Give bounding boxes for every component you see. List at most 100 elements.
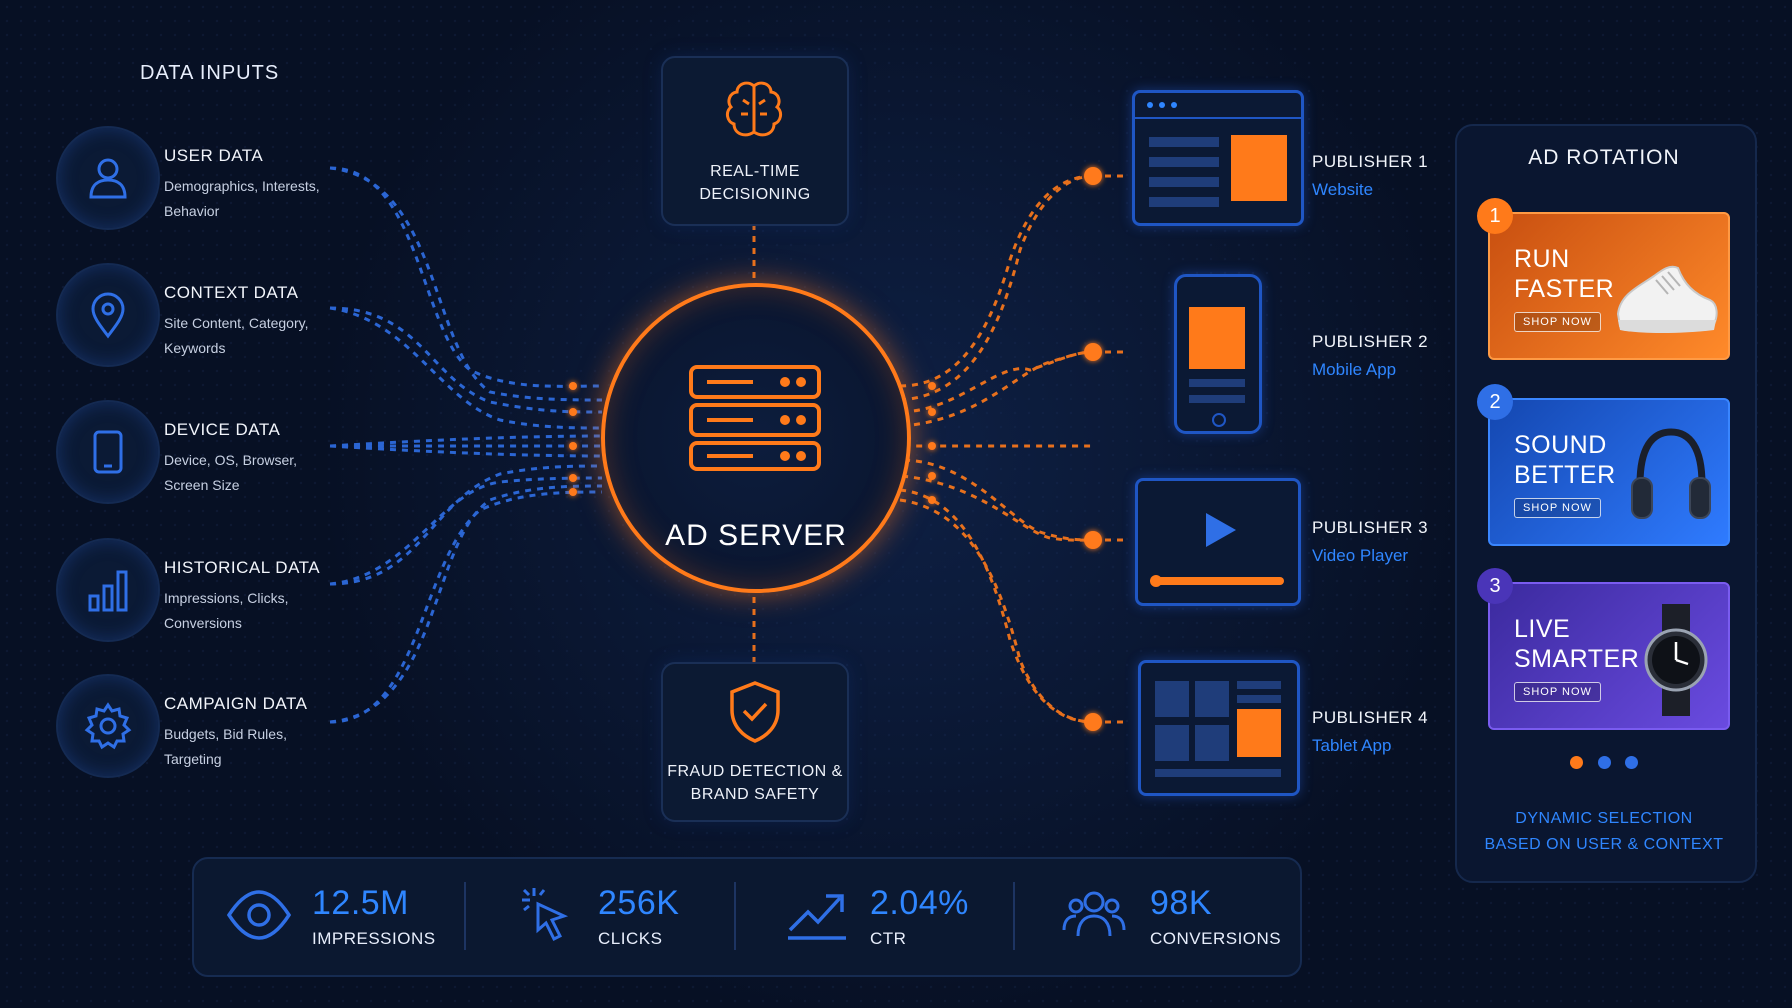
ad-rotation-title: AD ROTATION xyxy=(1528,146,1680,169)
impressions-value: 12.5M xyxy=(312,884,409,922)
input-user-data: USER DATA Demographics, Interests, Behav… xyxy=(56,126,356,232)
publisher-2-title: PUBLISHER 2 xyxy=(1312,332,1429,351)
progress-knob xyxy=(1150,575,1162,587)
eye-icon xyxy=(226,890,292,940)
content-line xyxy=(1149,157,1219,167)
bar-chart-icon xyxy=(56,538,160,642)
input-title: DEVICE DATA xyxy=(164,420,281,439)
content-line xyxy=(1149,177,1219,187)
users-icon xyxy=(1062,891,1126,937)
ad-slot xyxy=(1231,135,1287,201)
content-line xyxy=(1189,379,1245,387)
cursor-click-icon xyxy=(522,888,569,942)
gear-icon xyxy=(56,674,160,778)
input-desc: Demographics, Interests, Behavior xyxy=(164,178,320,219)
smartwatch-icon xyxy=(1644,604,1708,716)
carousel-dot-active[interactable] xyxy=(1570,756,1583,769)
ctr-value: 2.04% xyxy=(870,884,969,922)
divider xyxy=(734,882,736,950)
ad-number-2: 2 xyxy=(1477,384,1513,420)
brain-icon xyxy=(725,81,783,137)
impressions-label: IMPRESSIONS xyxy=(312,929,436,948)
input-title: CONTEXT DATA xyxy=(164,283,299,302)
input-desc: Site Content, Category, Keywords xyxy=(164,315,309,356)
carousel-dot[interactable] xyxy=(1598,756,1611,769)
ctr-label: CTR xyxy=(870,929,907,948)
publisher-1-type: Website xyxy=(1312,180,1374,199)
data-inputs-title: DATA INPUTS xyxy=(140,62,280,84)
headphones-icon xyxy=(1631,428,1711,519)
shop-now-button[interactable]: SHOP NOW xyxy=(1514,312,1601,332)
publisher-4-tablet-card[interactable] xyxy=(1138,660,1300,796)
user-icon xyxy=(56,126,160,230)
publisher-3-title: PUBLISHER 3 xyxy=(1312,518,1429,537)
publisher-1-website-card[interactable] xyxy=(1132,90,1304,226)
conversions-value: 98K xyxy=(1150,884,1212,922)
tile xyxy=(1195,725,1229,761)
publisher-4-title: PUBLISHER 4 xyxy=(1312,708,1429,727)
input-title: USER DATA xyxy=(164,146,264,165)
shield-check-icon xyxy=(730,681,780,743)
publisher-3-type: Video Player xyxy=(1312,546,1409,565)
tile xyxy=(1155,725,1189,761)
tile xyxy=(1195,681,1229,717)
input-campaign-data: CAMPAIGN DATA Budgets, Bid Rules, Target… xyxy=(56,674,356,780)
input-device-data: DEVICE DATA Device, OS, Browser, Screen … xyxy=(56,400,356,506)
content-line xyxy=(1149,137,1219,147)
divider xyxy=(1013,882,1015,950)
browser-dot xyxy=(1159,102,1165,108)
dynamic-selection-caption: DYNAMIC SELECTION BASED ON USER & CONTEX… xyxy=(1455,806,1753,858)
shop-now-button[interactable]: SHOP NOW xyxy=(1514,682,1601,702)
caption-line-1: DYNAMIC SELECTION xyxy=(1515,810,1693,827)
ad-slot xyxy=(1237,709,1281,757)
fraud-box: FRAUD DETECTION & BRAND SAFETY xyxy=(661,662,849,822)
divider xyxy=(464,882,466,950)
location-pin-icon xyxy=(56,263,160,367)
input-desc: Device, OS, Browser, Screen Size xyxy=(164,452,298,493)
input-context-data: CONTEXT DATA Site Content, Category, Key… xyxy=(56,263,356,369)
browser-dot xyxy=(1147,102,1153,108)
ad-server: AD SERVER xyxy=(601,283,911,593)
home-button xyxy=(1212,413,1226,427)
content-line xyxy=(1149,197,1219,207)
publisher-2-type: Mobile App xyxy=(1312,360,1397,379)
ad-number-3: 3 xyxy=(1477,568,1513,604)
decisioning-box: REAL-TIME DECISIONING xyxy=(661,56,849,226)
video-progress-bar xyxy=(1152,577,1284,585)
clicks-label: CLICKS xyxy=(598,929,663,948)
clicks-value: 256K xyxy=(598,884,680,922)
input-historical-data: HISTORICAL DATA Impressions, Clicks, Con… xyxy=(56,538,356,644)
ad-slot xyxy=(1189,307,1245,369)
sneaker-icon xyxy=(1616,265,1718,333)
publisher-2-mobile-card[interactable] xyxy=(1174,274,1262,434)
publisher-4-type: Tablet App xyxy=(1312,736,1392,755)
content-line xyxy=(1155,769,1281,777)
ad-number-1: 1 xyxy=(1477,198,1513,234)
caption-line-2: BASED ON USER & CONTEXT xyxy=(1484,836,1724,853)
carousel-dot[interactable] xyxy=(1625,756,1638,769)
decisioning-label: REAL-TIME DECISIONING xyxy=(699,163,811,203)
content-line xyxy=(1189,395,1245,403)
publisher-3-video-card[interactable] xyxy=(1135,478,1301,606)
input-desc: Impressions, Clicks, Conversions xyxy=(164,590,289,631)
trend-up-icon xyxy=(788,894,846,940)
shop-now-button[interactable]: SHOP NOW xyxy=(1514,498,1601,518)
server-icon xyxy=(689,365,821,471)
input-title: CAMPAIGN DATA xyxy=(164,694,308,713)
publisher-1-title: PUBLISHER 1 xyxy=(1312,152,1429,171)
fraud-label: FRAUD DETECTION & BRAND SAFETY xyxy=(667,763,843,803)
conversions-label: CONVERSIONS xyxy=(1150,929,1282,948)
content-line xyxy=(1237,695,1281,703)
browser-bar xyxy=(1135,93,1301,119)
play-icon xyxy=(1206,513,1236,547)
browser-dot xyxy=(1171,102,1177,108)
input-title: HISTORICAL DATA xyxy=(164,558,321,577)
input-desc: Budgets, Bid Rules, Targeting xyxy=(164,726,287,767)
